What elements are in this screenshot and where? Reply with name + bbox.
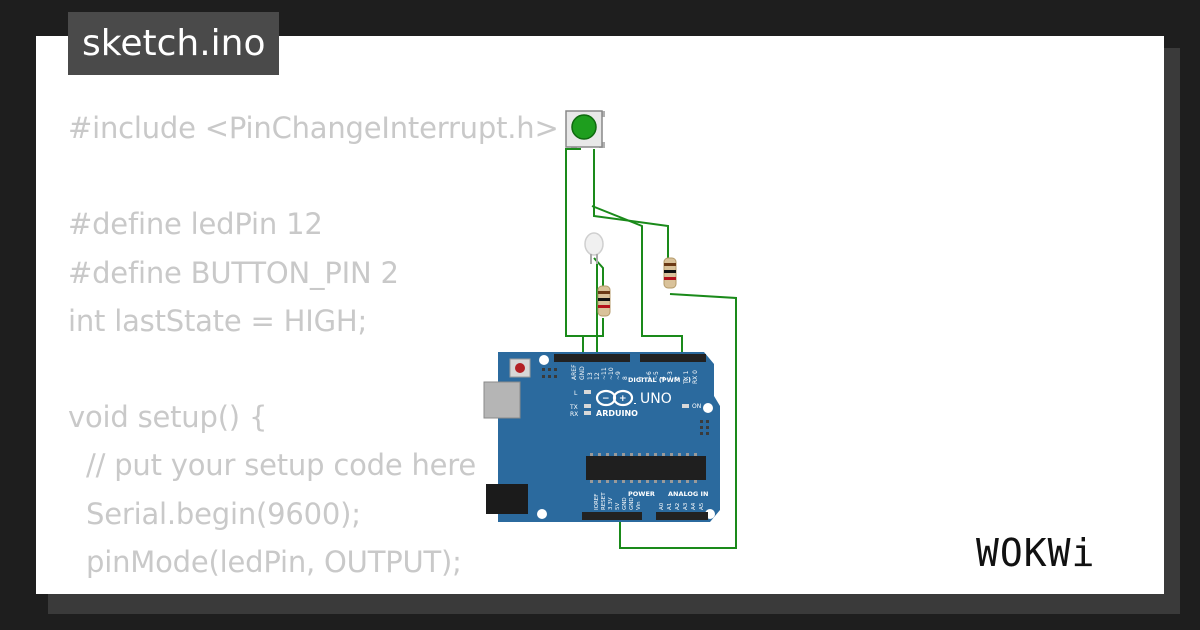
svg-text:+: + bbox=[619, 394, 627, 404]
analog-label: ANALOG IN bbox=[668, 490, 708, 498]
wire-button-right-to-resistor bbox=[593, 149, 669, 258]
led-tx-label: TX bbox=[569, 404, 578, 411]
on-label: ON bbox=[692, 403, 701, 410]
pin-label: GND bbox=[622, 497, 628, 510]
pin-label: Vin bbox=[636, 501, 642, 510]
microcontroller-chip bbox=[586, 456, 706, 480]
pin-label: A1 bbox=[667, 503, 673, 510]
pin-label: 4 bbox=[660, 376, 667, 380]
code-line: #define BUTTON_PIN 2 bbox=[68, 255, 399, 290]
pin-label: RX 0 bbox=[692, 370, 699, 384]
code-line: #include <PinChangeInterrupt.h> bbox=[68, 111, 559, 145]
resistor-led[interactable] bbox=[597, 285, 611, 317]
pin-label: A0 bbox=[659, 502, 665, 510]
pin-label: A3 bbox=[683, 502, 689, 510]
pin-label: TX 1 bbox=[683, 370, 690, 385]
file-title-tab[interactable]: sketch.ino bbox=[68, 12, 280, 75]
brand-label: ARDUINO bbox=[596, 409, 638, 418]
pin-label: A4 bbox=[691, 502, 697, 510]
wire-button-to-pin2 bbox=[591, 205, 683, 354]
pin-label: ~11 bbox=[601, 367, 608, 380]
power-label: POWER bbox=[628, 490, 655, 498]
pin-label: A2 bbox=[675, 503, 681, 510]
pin-label: GND bbox=[629, 497, 635, 510]
pin-label: 2 bbox=[674, 376, 681, 380]
push-button[interactable] bbox=[565, 110, 605, 148]
header-bottom-power bbox=[582, 512, 642, 520]
header-top-left bbox=[554, 354, 630, 362]
wire-button-left-to-gnd bbox=[565, 148, 584, 354]
pin-label: ~9 bbox=[615, 371, 622, 380]
wokwi-logo-text: WOKWi bbox=[976, 531, 1095, 575]
led[interactable] bbox=[584, 232, 604, 264]
preview-card: #include <PinChangeInterrupt.h> #define l… bbox=[36, 36, 1164, 594]
arduino-uno-board[interactable]: AREF GND 13 12 ~11 ~10 ~9 8 7 ~6 ~5 4 ~3… bbox=[483, 352, 720, 522]
code-editor: #include <PinChangeInterrupt.h> #define l… bbox=[68, 104, 559, 594]
header-top-right bbox=[640, 354, 706, 362]
circuit-diagram: AREF GND 13 12 ~11 ~10 ~9 8 7 ~6 ~5 4 ~3… bbox=[483, 110, 737, 549]
code-line: void setup() { bbox=[68, 400, 268, 435]
code-line: #define ledPin 12 bbox=[68, 207, 323, 242]
code-line: int lastState = HIGH; bbox=[68, 303, 368, 338]
code-line: pinMode(ledPin, OUTPUT); bbox=[68, 544, 462, 579]
pin-label: ~6 bbox=[646, 371, 653, 380]
led-l-label: L bbox=[574, 390, 578, 397]
pin-label: 3.3V bbox=[608, 497, 614, 510]
pin-label: ~3 bbox=[667, 371, 674, 380]
arduino-logo: − + bbox=[595, 389, 634, 407]
svg-text:−: − bbox=[602, 394, 610, 404]
pin-label: 5V bbox=[615, 503, 621, 510]
pin-label: RESET bbox=[601, 492, 607, 510]
code-line: //Task 2 bbox=[68, 586, 559, 594]
pin-label-gnd: GND bbox=[579, 366, 586, 380]
model-label: UNO bbox=[640, 391, 672, 407]
pin-label: 13 bbox=[587, 372, 594, 380]
code-line: Serial.begin(9600); bbox=[68, 496, 361, 531]
pin-label: ~5 bbox=[653, 371, 660, 380]
pin-label: 8 bbox=[622, 376, 629, 380]
pin-label: ~10 bbox=[608, 367, 615, 380]
pin-label: 7 bbox=[639, 376, 646, 380]
wire-resistor-to-5v bbox=[619, 293, 737, 549]
led-rx-label: RX bbox=[570, 411, 578, 418]
header-bottom-analog bbox=[656, 512, 708, 520]
pin-label-aref: AREF bbox=[571, 364, 578, 380]
power-jack bbox=[486, 484, 528, 514]
wokwi-logo: WOKWi bbox=[976, 531, 1095, 575]
code-line: // put your setup code here bbox=[68, 448, 477, 483]
pin-label: 12 bbox=[594, 372, 601, 380]
wire-led-resistor-to-gnd bbox=[584, 318, 604, 337]
pin-label: IOREF bbox=[594, 494, 600, 510]
button-cap[interactable] bbox=[571, 114, 597, 140]
resistor-button[interactable] bbox=[663, 257, 677, 289]
usb-port bbox=[483, 381, 521, 419]
wire-led-resistor bbox=[593, 257, 604, 288]
pin-label: A5 bbox=[699, 502, 705, 510]
digital-label: DIGITAL (PWM ~) bbox=[628, 376, 691, 384]
